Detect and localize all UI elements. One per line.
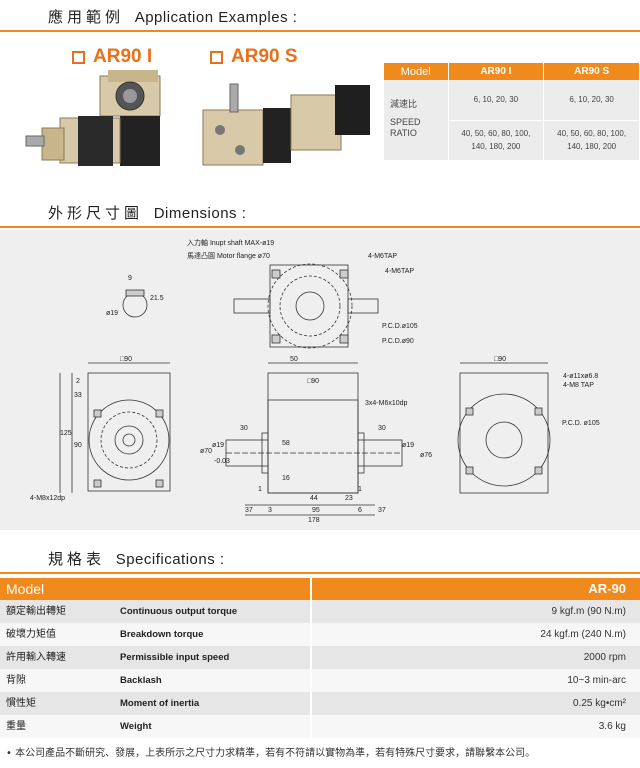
label-dim: ø19 xyxy=(106,310,119,317)
label-motor-flange: 馬達凸圓 Motor flange ø70 xyxy=(187,253,270,260)
label-dim: 16 xyxy=(282,475,290,482)
label-dim: 37 xyxy=(245,507,253,514)
label-dim: -0.03 xyxy=(214,458,230,465)
table-cell: 6, 10, 20, 30 xyxy=(543,80,640,121)
product-image-ar90-s xyxy=(202,83,370,166)
label-pcd: P.C.D.ø105 xyxy=(382,323,418,330)
label-dim: 4-M8 TAP xyxy=(563,382,594,389)
spec-model-label: Model xyxy=(0,578,310,600)
label-dim: 21.5 xyxy=(150,295,164,302)
footnote: • 本公司產品不斷研究、發展，上表所示之尺寸力求精準，若有不符請以實物為準，若有… xyxy=(6,748,536,759)
product-image-ar90-i xyxy=(25,70,161,166)
label-dim: 125 xyxy=(60,430,72,437)
ratio-label: 減速比 SPEED RATIO xyxy=(384,80,449,161)
label-dim: 178 xyxy=(308,517,320,524)
divider xyxy=(0,30,640,32)
label-dim: □90 xyxy=(307,378,320,385)
table-header: AR90 I xyxy=(448,63,545,80)
label-dim: 2 xyxy=(76,378,80,385)
label-dim: 6 xyxy=(358,507,362,514)
section-title-dimensions: 外形尺寸圖 Dimensions : xyxy=(48,204,247,222)
label-dim: 44 xyxy=(310,495,318,502)
drawing-svg xyxy=(59,263,551,516)
label-dim: 1 xyxy=(358,486,362,493)
label-dim: 4-ø11xø6.8 xyxy=(563,373,599,380)
divider xyxy=(0,572,640,574)
ratio-table: Model AR90 I AR90 S 減速比 SPEED RATIO 6, 1… xyxy=(384,63,640,161)
checkbox-icon xyxy=(72,50,85,64)
variant-ar90-s: AR90 S xyxy=(210,46,298,68)
label-pcd: P.C.D.ø90 xyxy=(382,338,414,345)
label-dim: 23 xyxy=(345,495,353,502)
table-row: 許用輸入轉速 Permissible input speed 2000 rpm xyxy=(0,646,640,669)
table-cell: 6, 10, 20, 30 xyxy=(448,80,545,121)
variant-ar90-i: AR90 I xyxy=(72,46,152,68)
label-tap: 4-M6TAP xyxy=(385,268,415,275)
label-dim: ø76 xyxy=(420,452,433,459)
label-dim: ø70 xyxy=(200,448,213,455)
label-dim: 37 xyxy=(378,507,386,514)
label-dim: 3 xyxy=(268,507,272,514)
label-dim: 4-M8x12dp xyxy=(30,495,66,502)
label-dim: 30 xyxy=(378,425,386,432)
label-dim: 90 xyxy=(74,442,82,449)
label-dim: 33 xyxy=(74,392,82,399)
table-row: 額定輸出轉矩 Continuous output torque 9 kgf.m … xyxy=(0,600,640,623)
checkbox-icon xyxy=(210,50,223,64)
label-dim: P.C.D. ø105 xyxy=(562,420,600,427)
spec-header-row: Model AR-90 xyxy=(0,578,640,600)
spec-table: Model AR-90 額定輸出轉矩 Continuous output tor… xyxy=(0,578,640,738)
label-dim: 95 xyxy=(312,507,320,514)
divider xyxy=(0,226,640,228)
section-title-application: 應用範例 Application Examples : xyxy=(48,8,298,26)
label-dim: 50 xyxy=(290,356,298,363)
table-row: 慣性矩 Moment of inertia 0.25 kg•cm² xyxy=(0,692,640,715)
label-dim: 1 xyxy=(258,486,262,493)
label-dim: 58 xyxy=(282,440,290,447)
label-dim: 9 xyxy=(128,275,132,282)
label-dim: 30 xyxy=(240,425,248,432)
table-header: Model xyxy=(384,63,449,80)
table-cell: 40, 50, 60, 80, 100, 140, 180, 200 xyxy=(448,120,545,161)
label-dim: □90 xyxy=(120,356,133,363)
spec-model-value: AR-90 xyxy=(312,578,640,600)
table-cell: 40, 50, 60, 80, 100, 140, 180, 200 xyxy=(543,120,640,161)
label-tap: 4-M6TAP xyxy=(368,253,398,260)
table-header: AR90 S xyxy=(543,63,640,80)
table-row: 破壞力矩值 Breakdown torque 24 kgf.m (240 N.m… xyxy=(0,623,640,646)
label-dim: 3x4-M6x10dp xyxy=(365,400,408,407)
label-dim: ø19 xyxy=(402,442,415,449)
table-row: 重量 Weight 3.6 kg xyxy=(0,715,640,738)
table-row: 背隙 Backlash 10~3 min-arc xyxy=(0,669,640,692)
label-dim: □90 xyxy=(494,356,507,363)
section-title-specifications: 規格表 Specifications : xyxy=(48,550,225,568)
dimension-drawing: 入力軸 Inupt shaft MAX-ø19 馬達凸圓 Motor flang… xyxy=(0,230,640,530)
label-dim: ø19 xyxy=(212,442,225,449)
label-input-shaft: 入力軸 Inupt shaft MAX-ø19 xyxy=(187,240,275,247)
